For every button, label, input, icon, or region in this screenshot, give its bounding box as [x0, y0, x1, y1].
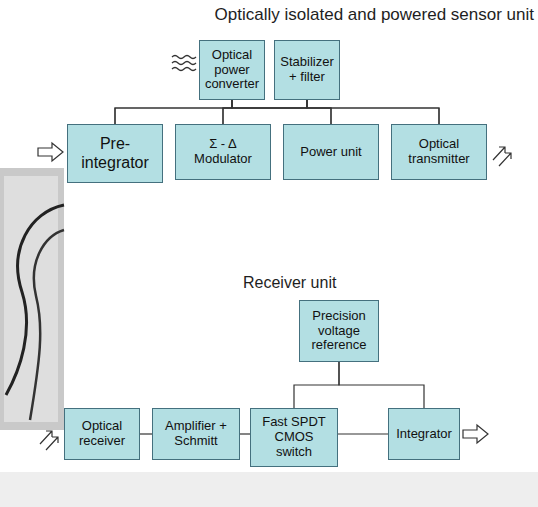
connector-line	[339, 362, 424, 408]
box-label: Fast SPDT CMOS switch	[255, 415, 333, 460]
box-content: Pre-integrator	[76, 135, 154, 172]
wave-line	[172, 62, 196, 65]
connector-line	[232, 100, 331, 124]
diagram-title: Optically isolated and powered sensor un…	[215, 5, 534, 25]
connector-line	[223, 100, 307, 124]
box-label: Optical receiver	[69, 419, 135, 449]
light-arrow	[499, 153, 511, 166]
filter-box: Stabilizer + filter	[274, 40, 340, 100]
box-content: Σ - Δ Modulator	[184, 137, 262, 167]
integrator-box: Integrator	[388, 408, 460, 460]
light-arrow	[493, 147, 505, 160]
wave-line	[172, 68, 196, 71]
light-waves	[172, 56, 196, 71]
box-content: Amplifier + Schmitt	[157, 419, 235, 449]
connector-line	[115, 100, 232, 124]
box-content: Stabilizer + filter	[278, 55, 336, 85]
box-label: Amplifier + Schmitt	[157, 419, 235, 449]
box-content: Fast SPDT CMOS switch	[255, 415, 333, 460]
box-content: Optical receiver	[69, 419, 135, 449]
reference-box: Precision voltage reference	[299, 300, 379, 362]
light-arrow	[40, 431, 52, 444]
box-content: Optical transmitter	[400, 137, 478, 167]
box-label: Stabilizer + filter	[278, 55, 336, 85]
connector-line	[307, 100, 439, 124]
box-content: Precision voltage reference	[304, 309, 374, 354]
connector-line	[223, 100, 232, 124]
box-label: Pre-integrator	[76, 135, 154, 172]
switch-box: Fast SPDT CMOS switch	[250, 408, 338, 467]
box-content: Optical power converter	[203, 48, 261, 93]
box-label: Integrator	[393, 427, 455, 442]
box-content: Integrator	[393, 427, 455, 442]
photo-ground	[0, 168, 64, 430]
box-label: Precision voltage reference	[304, 309, 374, 354]
integrator-box: Pre-integrator	[67, 124, 163, 183]
converter-box: Optical power converter	[199, 40, 265, 100]
output-arrow	[463, 425, 488, 443]
connector-line	[294, 362, 339, 408]
power-box: Power unit	[283, 124, 379, 180]
transmitter-box: Optical transmitter	[391, 124, 487, 180]
wave-line	[172, 56, 196, 59]
bottom-band	[0, 472, 538, 507]
connector-line	[240, 433, 250, 434]
input-arrow	[38, 143, 63, 161]
cable-photo	[0, 168, 64, 430]
light-arrow	[46, 437, 58, 450]
connector-line	[307, 100, 331, 124]
section-heading: Receiver unit	[243, 274, 336, 292]
connector-line	[232, 100, 439, 124]
connector-line	[338, 433, 388, 434]
cable	[30, 230, 64, 420]
modulator-box: Σ - Δ Modulator	[175, 124, 271, 180]
connector-line	[140, 433, 152, 434]
box-label: Optical power converter	[203, 48, 261, 93]
box-label: Σ - Δ Modulator	[184, 137, 262, 167]
box-content: Power unit	[292, 145, 370, 160]
amplifier-box: Amplifier + Schmitt	[152, 408, 240, 460]
light-in-arrows	[40, 431, 58, 450]
box-label: Power unit	[292, 145, 370, 160]
light-out-arrows	[493, 147, 511, 166]
receiver-box: Optical receiver	[64, 408, 140, 460]
connector-line	[115, 100, 307, 124]
box-label: Optical transmitter	[400, 137, 478, 167]
